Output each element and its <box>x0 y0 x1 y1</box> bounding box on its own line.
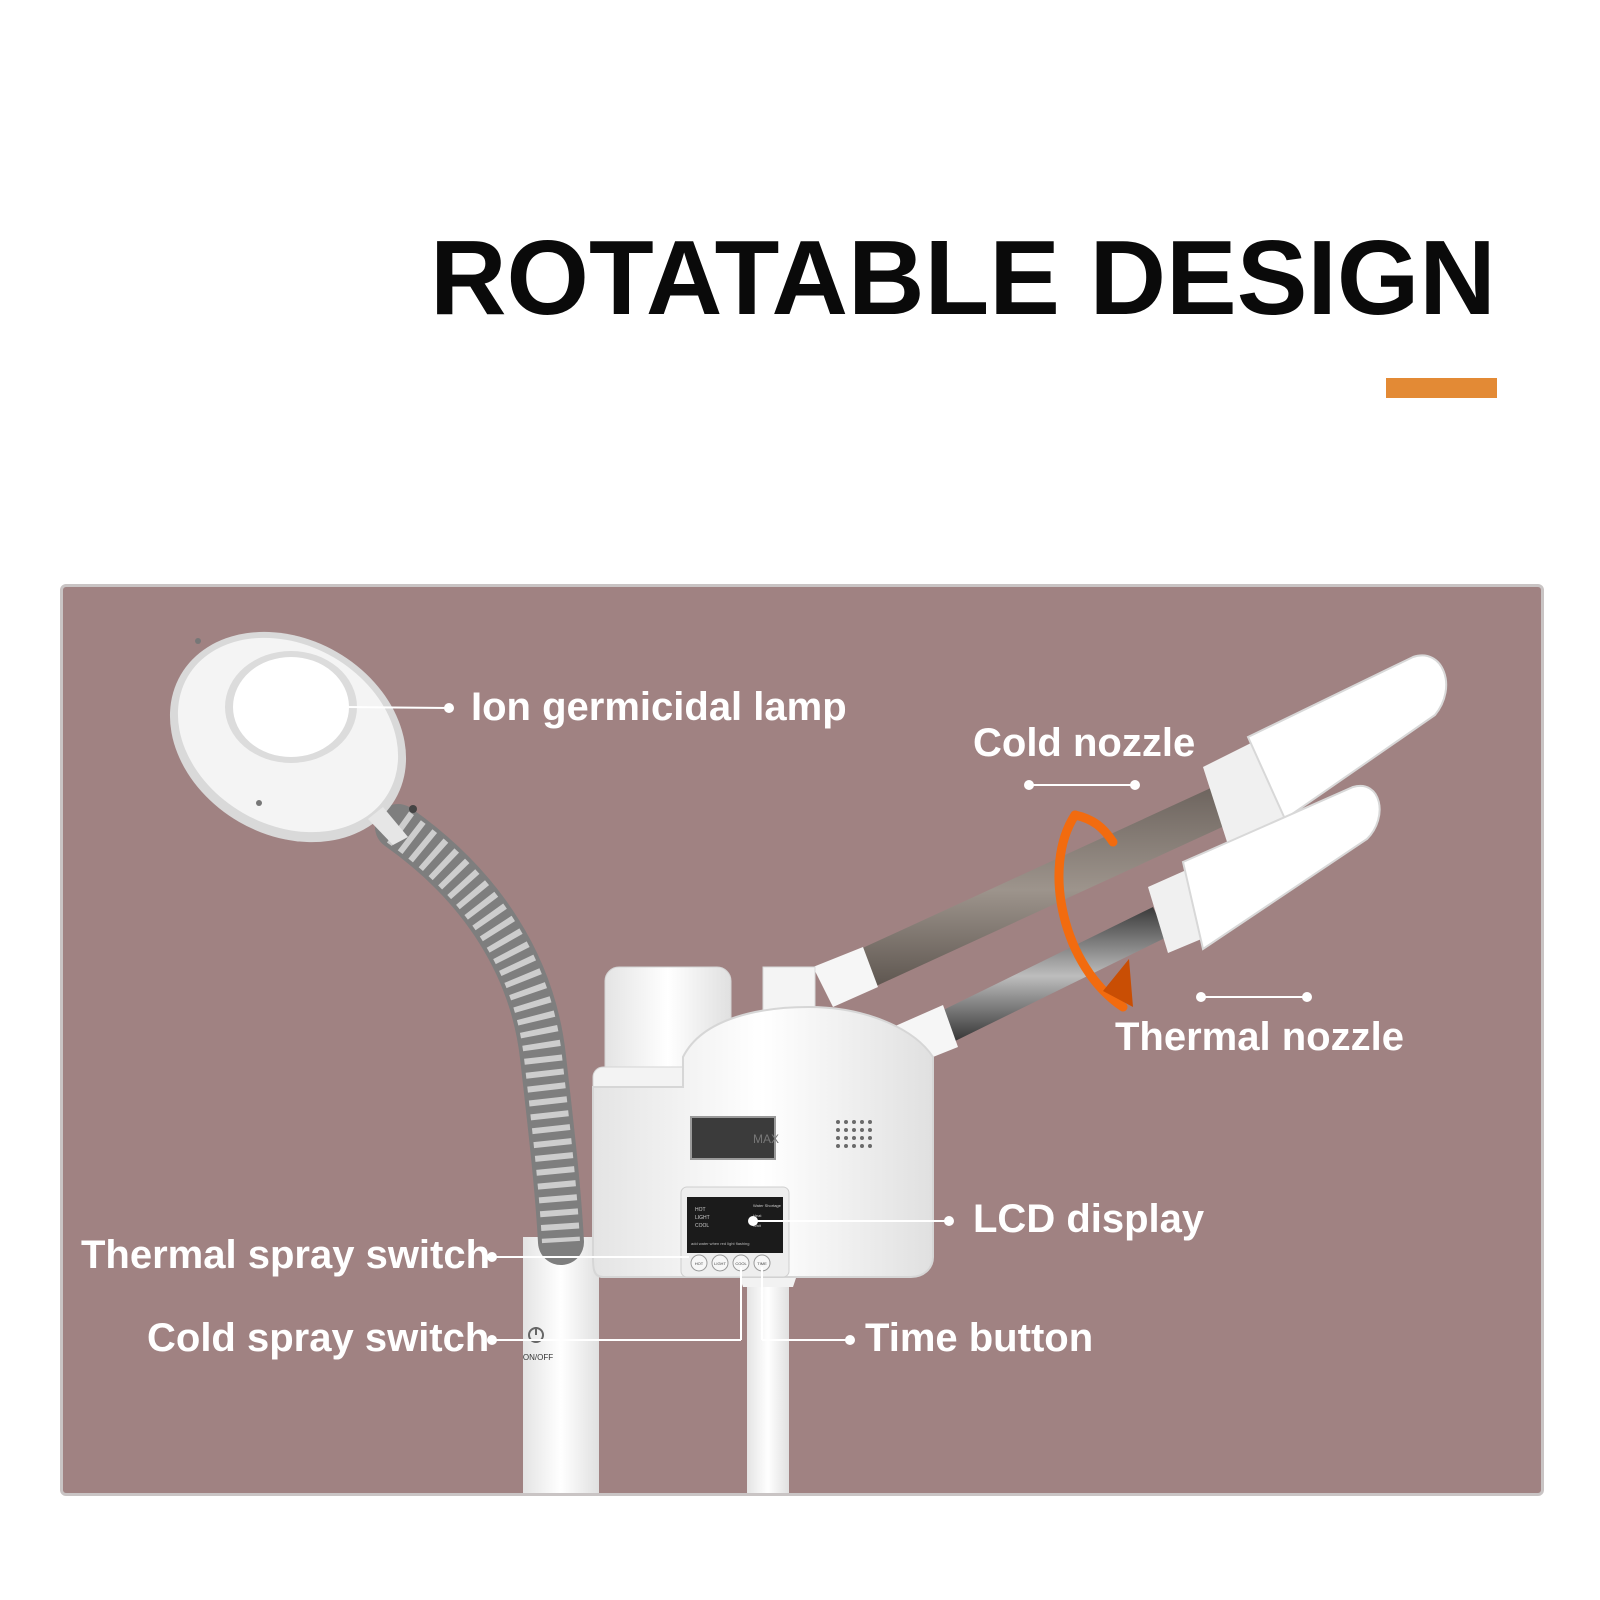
callout-lines <box>346 703 1312 1345</box>
power-switch-label: ON/OFF <box>523 1353 553 1362</box>
svg-text:COOL: COOL <box>735 1261 747 1266</box>
title-accent-bar <box>1386 378 1497 398</box>
rotation-arrow-icon <box>1054 810 1133 1012</box>
lcd-status-heat: Heat <box>753 1213 762 1218</box>
svg-text:TIME: TIME <box>757 1261 767 1266</box>
svg-text:HOT: HOT <box>695 1261 704 1266</box>
steamer-body: MAX <box>592 966 934 1278</box>
speaker-grille <box>836 1120 872 1148</box>
label-cold-nozzle: Cold nozzle <box>973 721 1196 765</box>
lcd-status-wait: Wait <box>753 1223 762 1228</box>
label-lcd-display: LCD display <box>973 1197 1205 1241</box>
product-panel: ON/OFF <box>60 584 1544 1496</box>
lcd-note: add water when red light flashing <box>691 1241 749 1246</box>
light-button[interactable]: LIGHT <box>711 1254 729 1272</box>
label-time-button: Time button <box>865 1316 1094 1360</box>
control-buttons: HOT LIGHT COOL TIME <box>690 1254 771 1272</box>
power-switch[interactable] <box>528 1327 544 1343</box>
hot-button[interactable]: HOT <box>690 1254 708 1272</box>
label-thermal-nozzle: Thermal nozzle <box>1115 1015 1404 1059</box>
lcd-line-light: LIGHT <box>695 1215 710 1221</box>
cold-nozzle-arm[interactable] <box>813 654 1448 1007</box>
steamer-pole <box>747 1277 789 1493</box>
lcd-status-water: Water Shortage <box>753 1203 782 1208</box>
lamp-head <box>169 631 417 845</box>
lcd-line-cool: COOL <box>695 1223 709 1229</box>
label-cold-spray-switch: Cold spray switch <box>147 1316 490 1360</box>
label-ion-germicidal-lamp: Ion germicidal lamp <box>471 685 847 729</box>
lcd-panel: HOT LIGHT COOL Water Shortage Heat Wait … <box>680 1186 790 1278</box>
lamp-pole <box>523 1237 599 1493</box>
lcd-line-hot: HOT <box>695 1207 706 1213</box>
thermal-nozzle-arm[interactable] <box>893 784 1381 1067</box>
svg-text:LIGHT: LIGHT <box>714 1261 726 1266</box>
label-thermal-spray-switch: Thermal spray switch <box>81 1233 491 1277</box>
tank-level-label: MAX <box>753 1132 779 1146</box>
steamer-illustration: ON/OFF <box>169 631 1448 1493</box>
page-title: ROTATABLE DESIGN <box>430 219 1496 337</box>
